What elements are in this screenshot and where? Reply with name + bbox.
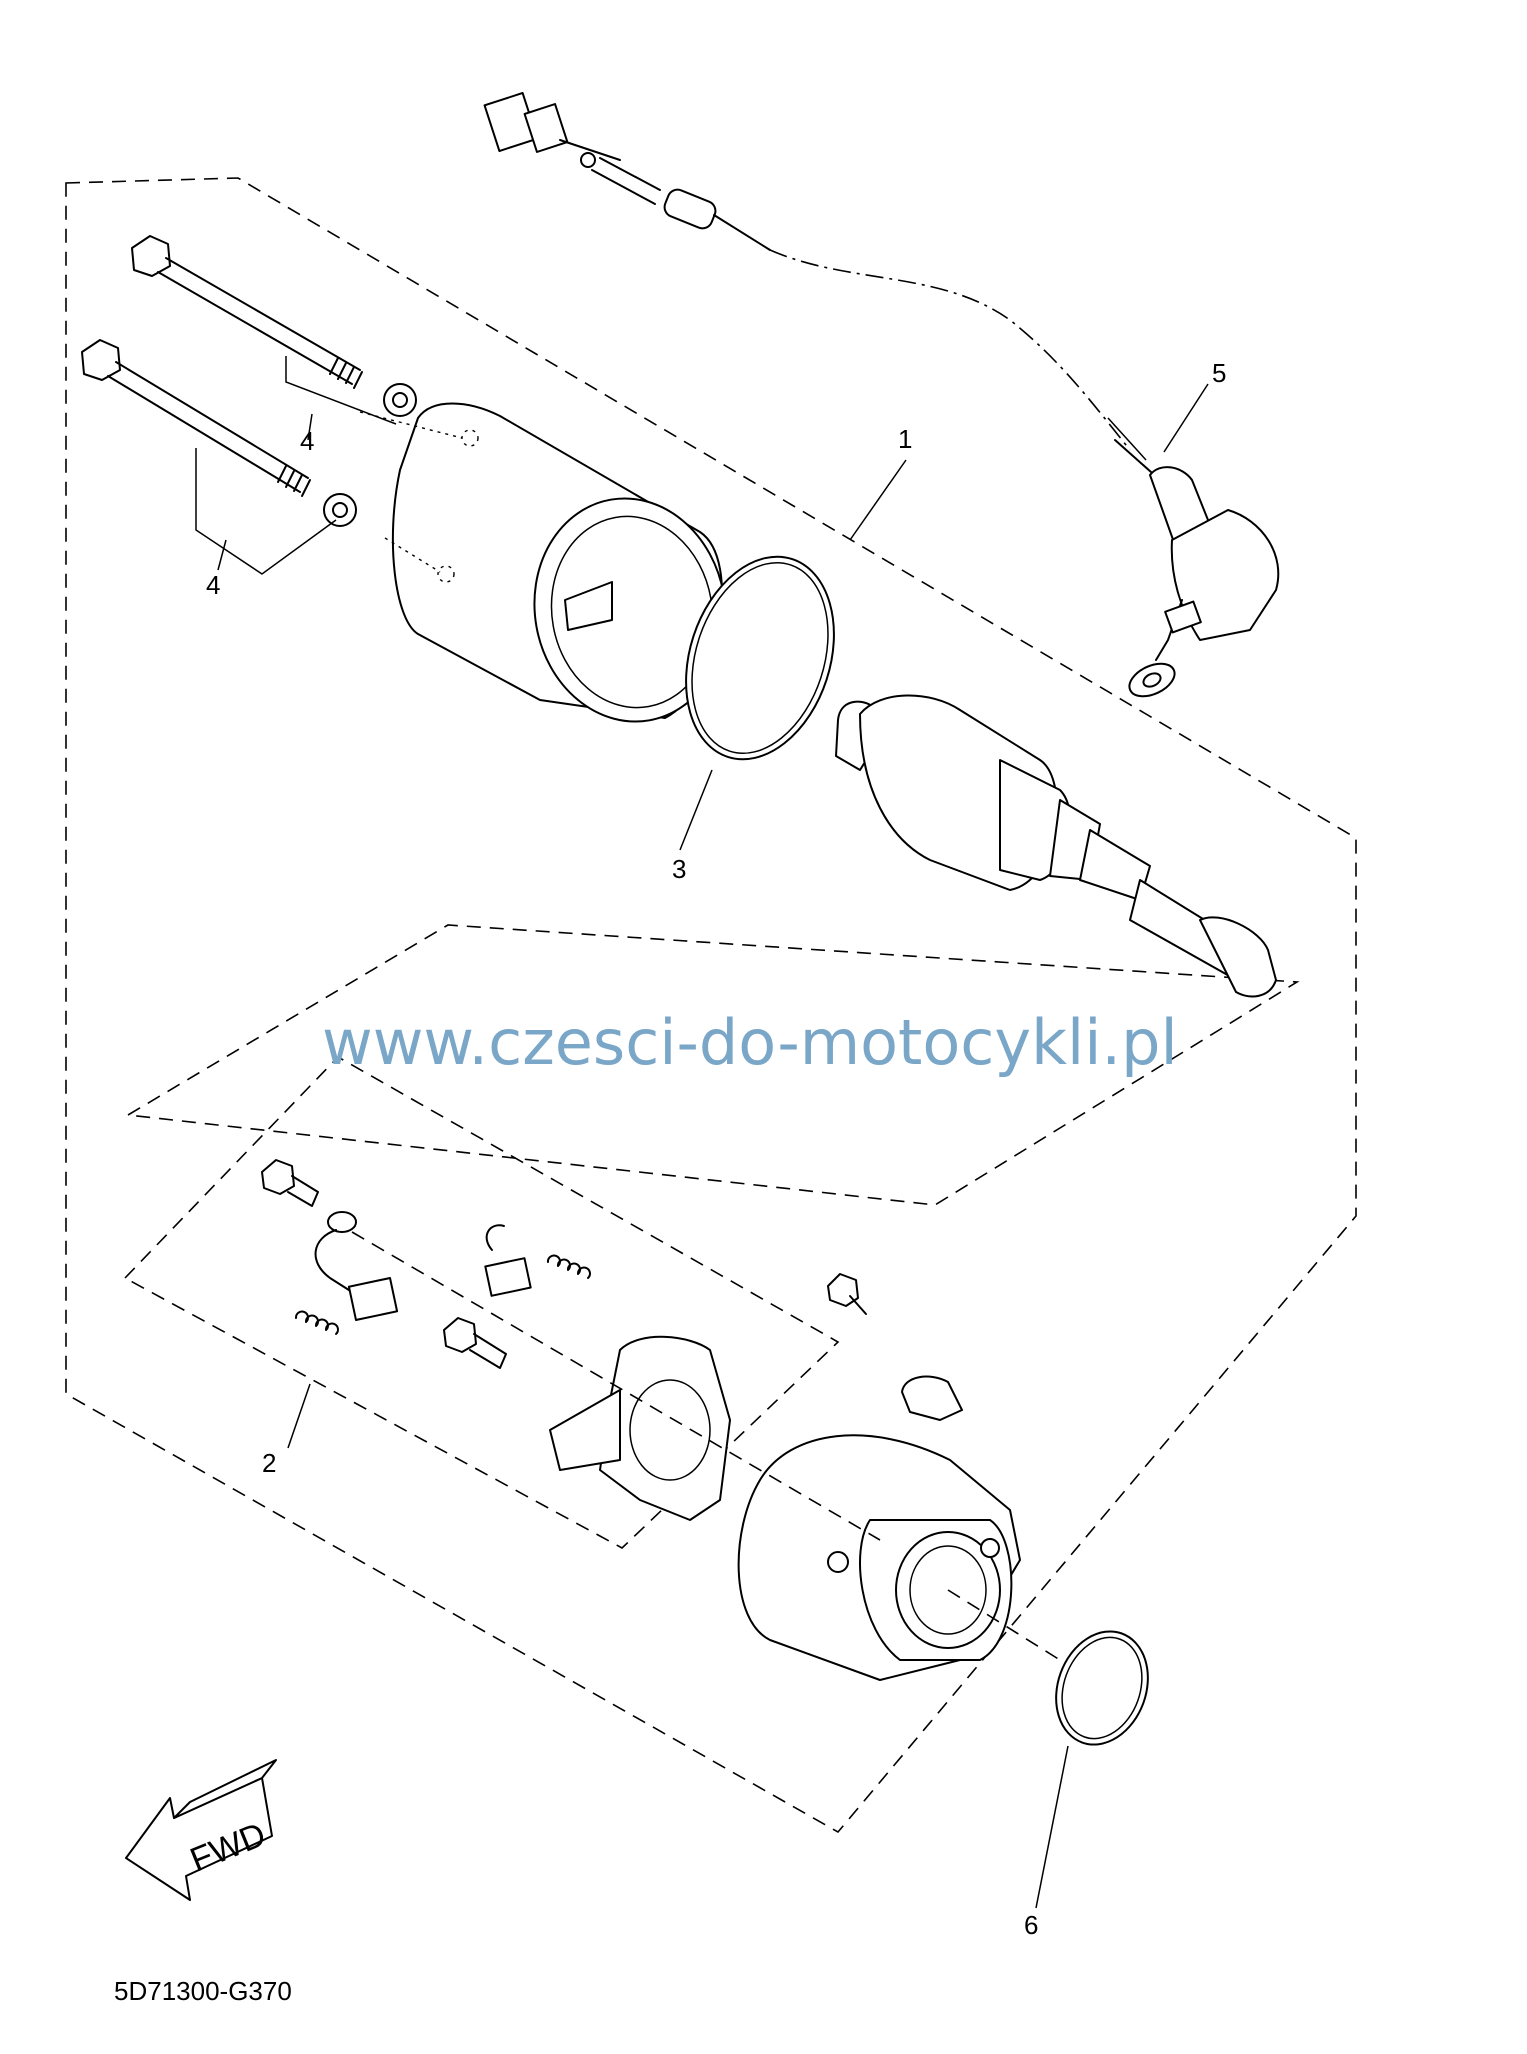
alignment-line-brushes: [351, 1231, 881, 1541]
brush-washer-lead: [314, 1211, 357, 1293]
callout-3: 3: [672, 854, 686, 884]
callout-4b: 4: [206, 570, 220, 600]
brush-spring-b: [547, 1254, 591, 1279]
brush-set-inner-boundary: [123, 1055, 840, 1549]
leader-4b: [195, 448, 337, 575]
armature: [835, 694, 1277, 998]
callout-5: 5: [1212, 358, 1226, 388]
leader-5: [1107, 383, 1209, 461]
o-ring-3: [685, 555, 835, 761]
long-bolt-upper: [131, 235, 417, 417]
callout-4a: 4: [300, 426, 314, 456]
brush-spring-a: [295, 1310, 339, 1335]
leader-1: [849, 459, 907, 541]
brush-set-outer-boundary: [125, 924, 1300, 1206]
brush-screw-lower: [443, 1317, 507, 1369]
leader-3: [679, 769, 713, 851]
watermark-url: www.czesci-do-motocykli.pl: [322, 1006, 1178, 1079]
brush-b: [484, 1224, 532, 1297]
end-cover: [737, 1273, 1021, 1681]
motor-yoke: [359, 402, 727, 723]
leader-4a: [285, 356, 397, 441]
leader-2: [287, 1383, 311, 1449]
callout-2: 2: [262, 1448, 276, 1478]
lead-wire: [483, 91, 1280, 698]
assembly-boundary: [65, 177, 1357, 1834]
o-ring-6: [1055, 1630, 1149, 1746]
callout-1: 1: [898, 424, 912, 454]
brush-plate: [549, 1335, 731, 1521]
brush-screw-upper: [261, 1159, 319, 1207]
callout-6: 6: [1024, 1910, 1038, 1940]
leader-6: [1035, 1745, 1069, 1909]
long-bolt-lower: [81, 339, 357, 527]
forward-direction-arrow: FWD: [125, 1759, 277, 1901]
figure-code: 5D71300-G370: [114, 1976, 292, 2006]
brush-a: [347, 1277, 399, 1321]
